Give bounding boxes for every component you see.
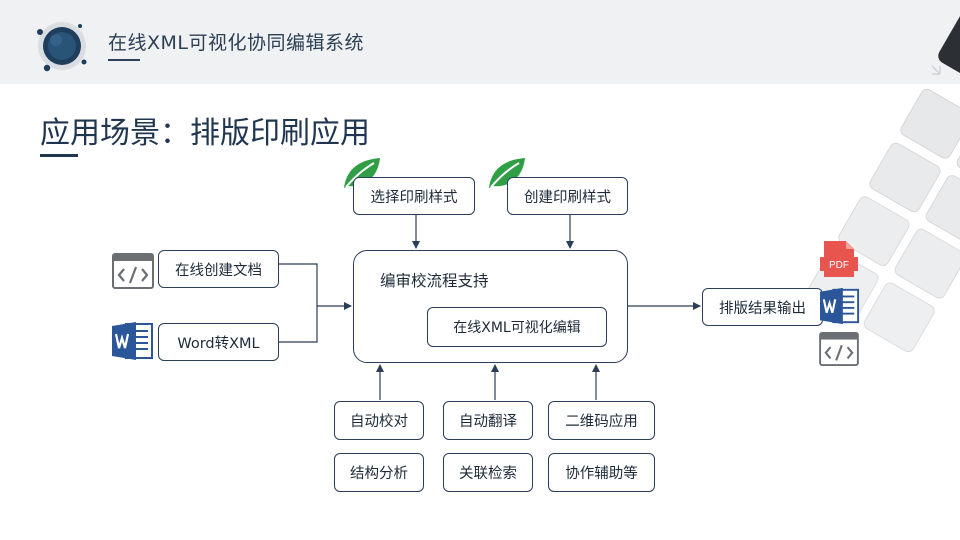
svg-text:PDF: PDF [829,260,849,271]
word-document-icon [112,322,153,360]
header-title: 在线XML可视化协同编辑系统 [108,32,364,54]
code-window-icon [819,332,859,366]
header-bar [0,0,960,84]
auto-proofread-box: 自动校对 [334,401,424,440]
title-underline [40,154,78,157]
create-print-style-box: 创建印刷样式 [507,177,628,215]
related-search-box: 关联检索 [443,453,533,492]
collaboration-aids-box: 协作辅助等 [548,453,655,492]
typesetting-output-box: 排版结果输出 [702,288,823,326]
slide-title: 应用场景：排版印刷应用 [40,116,370,151]
word-to-xml-box: Word转XML [158,323,279,361]
globe-logo-icon [37,22,87,72]
online-xml-editor-box: 在线XML可视化编辑 [427,307,607,347]
leaf-icon [489,158,525,188]
word-document-icon [820,287,860,325]
auto-translate-box: 自动翻译 [443,401,533,440]
select-print-style-box: 选择印刷样式 [353,177,475,215]
qr-code-application-box: 二维码应用 [548,401,655,440]
review-process-box: 编审校流程支持 在线XML可视化编辑 [353,250,628,363]
pdf-document-icon: PDF [820,241,858,277]
header-underline [108,59,140,61]
review-process-label: 编审校流程支持 [380,272,489,290]
code-window-icon [112,253,154,289]
online-create-document-box: 在线创建文档 [158,250,279,288]
structure-analysis-box: 结构分析 [334,453,424,492]
